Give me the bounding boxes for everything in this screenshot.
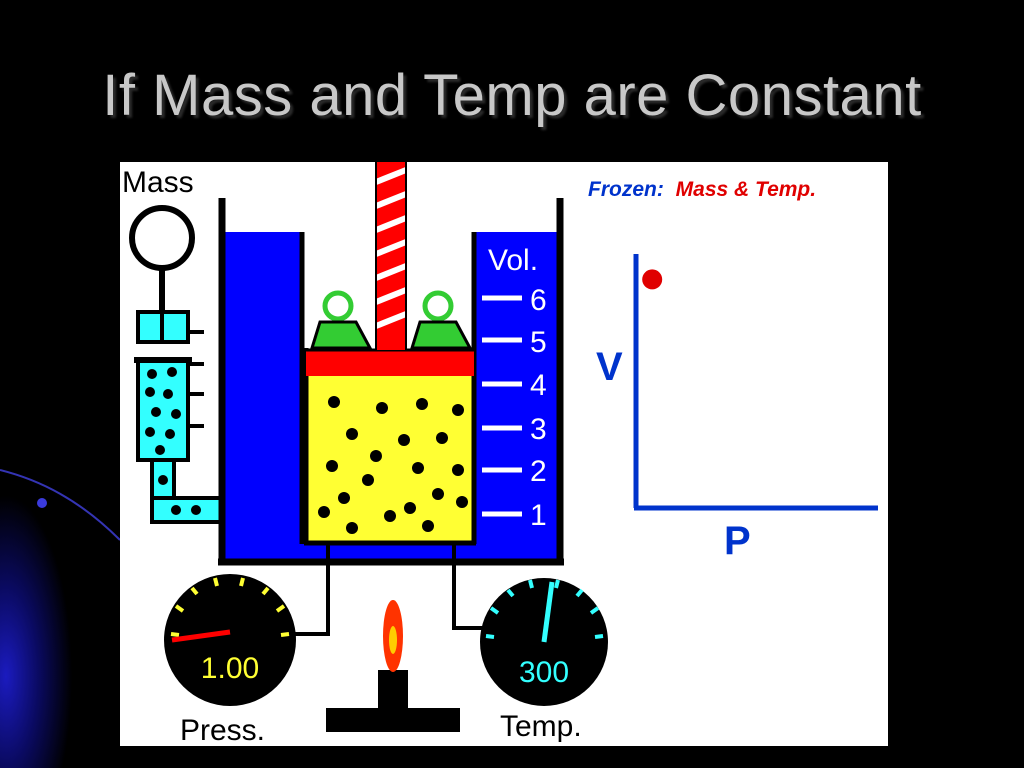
pressure-label: Press.: [180, 714, 265, 746]
gas-molecules: [318, 396, 468, 534]
flame-icon: [383, 600, 403, 672]
volume-tick-1: 1: [530, 499, 547, 532]
water-container: [218, 198, 564, 566]
chart-x-label: P: [724, 519, 751, 563]
pressure-reading: 1.00: [201, 652, 259, 685]
volume-tick-6: 6: [530, 284, 547, 317]
chart-data-point: [642, 269, 663, 290]
volume-scale: 6 5 4 3 2 1: [482, 284, 547, 532]
chart-y-label: V: [596, 345, 623, 389]
volume-tick-5: 5: [530, 326, 547, 359]
mass-label: Mass: [122, 166, 194, 199]
temperature-label: Temp.: [500, 710, 582, 743]
pressure-needle: [171, 629, 231, 643]
volume-label: Vol.: [488, 244, 538, 277]
piston-weights: [309, 290, 473, 350]
temperature-reading: 300: [519, 656, 569, 689]
pv-chart: V P: [596, 254, 878, 563]
frozen-label: Frozen:: [588, 178, 664, 201]
volume-tick-2: 2: [530, 455, 547, 488]
piston: [306, 162, 474, 376]
temperature-gauge: 300: [480, 578, 608, 706]
gas-law-apparatus: Mass: [120, 162, 888, 746]
frozen-variables: Mass & Temp.: [676, 178, 816, 201]
frozen-legend: Frozen: Mass & Temp.: [588, 178, 816, 201]
burner: [326, 670, 460, 732]
temperature-connector: [452, 542, 490, 630]
pressure-connector: [288, 542, 330, 636]
slide-title: If Mass and Temp are Constant: [102, 63, 922, 128]
temperature-needle: [541, 581, 555, 643]
volume-tick-3: 3: [530, 413, 547, 446]
volume-tick-4: 4: [530, 369, 547, 402]
gas-chamber: [299, 232, 477, 546]
pressure-gauge: 1.00: [164, 574, 296, 706]
